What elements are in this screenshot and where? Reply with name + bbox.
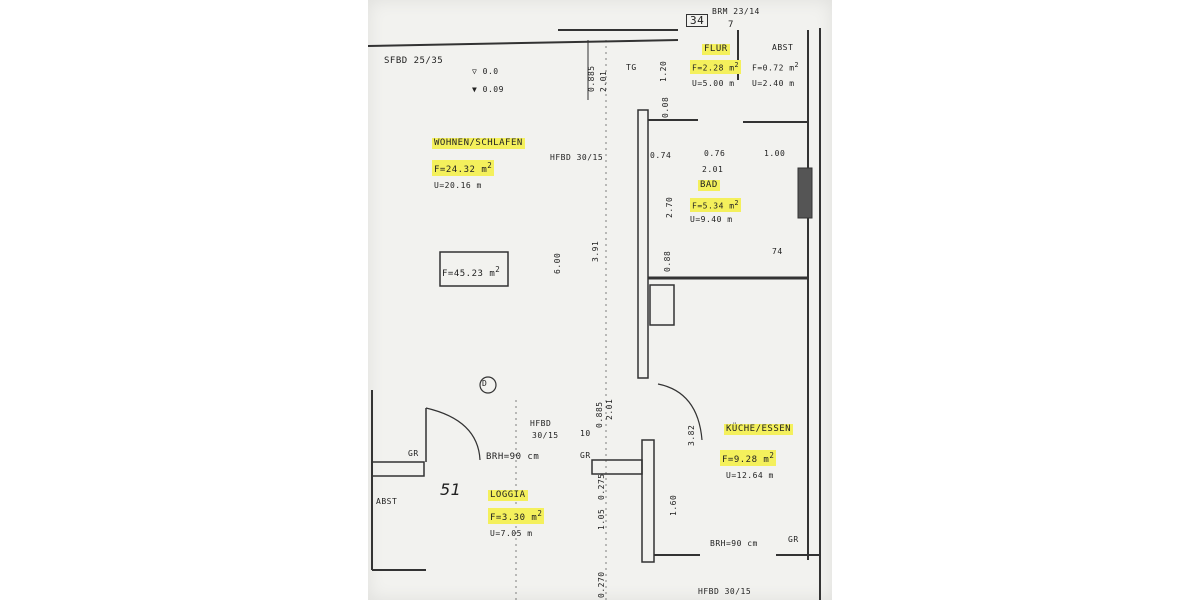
room-name-wohnen: WOHNEN/SCHLAFEN <box>432 138 525 149</box>
bath-fixture <box>797 167 813 219</box>
dim-120: 1.20 <box>659 60 668 82</box>
floor-plan-drawing <box>368 28 821 600</box>
area-kueche: F=9.28 m2 <box>720 450 777 466</box>
area-wohnen: F=24.32 m2 <box>432 160 495 176</box>
room-name-kueche: KÜCHE/ESSEN <box>724 424 794 435</box>
wall-top <box>368 39 679 47</box>
floor-plan-sheet: 34 BRM 23/14 7 SFBD 25/35 ▽ 0.0 ▼ 0.09 F… <box>368 0 832 600</box>
perimeter-wohnen: U=20.16 m <box>434 181 482 190</box>
area-total: F=45.23 m2 <box>442 265 501 279</box>
handwritten-number: 51 <box>440 480 462 499</box>
top-right-mark: 7 <box>728 20 734 30</box>
perimeter-bad: U=9.40 m <box>690 215 733 224</box>
wall-kitchen-left <box>641 439 655 563</box>
area-loggia: F=3.30 m2 <box>488 508 545 524</box>
area-flur: F=2.28 m2 <box>690 60 742 74</box>
dim-270: 2.70 <box>665 196 674 218</box>
top-reference: BRM 23/14 <box>712 7 760 16</box>
area-bad: F=5.34 m2 <box>690 198 742 212</box>
gr-label-3: GR <box>788 535 799 544</box>
level-marker-2: ▼ 0.09 <box>472 85 504 94</box>
shaft <box>649 284 675 326</box>
wall-central <box>637 109 649 379</box>
perimeter-loggia: U=7.05 m <box>490 529 533 538</box>
dim-008: 0.08 <box>661 96 670 118</box>
gr-label-1: GR <box>408 449 419 458</box>
hfbd-label-1: HFBD 30/15 <box>550 153 604 162</box>
door-arc-loggia <box>425 407 481 461</box>
marker-circle-label: D <box>482 379 488 388</box>
room-name-flur: FLUR <box>702 44 730 55</box>
dim-600: 6.00 <box>553 252 562 274</box>
room-name-abst-left: ABST <box>376 497 398 506</box>
brh-label-1: BRH=90 cm <box>486 452 540 462</box>
room-name-loggia: LOGGIA <box>488 490 528 501</box>
dim-160: 1.60 <box>669 494 678 516</box>
tg-label: TG <box>626 63 637 72</box>
dim-74: 74 <box>772 247 783 256</box>
sfbd-label: SFBD 25/35 <box>384 56 444 66</box>
kitchen-wall-strip <box>591 459 643 475</box>
dim-201c: 2.01 <box>605 398 614 420</box>
dim-382: 3.82 <box>687 424 696 446</box>
gr-label-2: GR <box>580 451 591 460</box>
label-ten: 10 <box>580 429 591 438</box>
hfbd-label-3: HFBD 30/15 <box>698 587 752 596</box>
dim-0275: 0.275 <box>597 473 606 500</box>
area-abst-top: F=0.72 m2 <box>752 61 800 73</box>
dim-391: 3.91 <box>591 240 600 262</box>
hfbd-label-2b: 30/15 <box>532 431 559 440</box>
total-area-box <box>439 251 509 287</box>
dim-088: 0.88 <box>663 250 672 272</box>
brh-label-2: BRH=90 cm <box>710 539 758 548</box>
perimeter-kueche: U=12.64 m <box>726 471 774 480</box>
marker-circle <box>479 376 497 394</box>
hfbd-label-2: HFBD <box>530 419 552 428</box>
perimeter-flur: U=5.00 m <box>692 79 735 88</box>
room-name-bad: BAD <box>698 180 720 191</box>
door-arc-kitchen <box>657 383 703 441</box>
dim-0270: 0.270 <box>597 571 606 598</box>
dim-076: 0.76 <box>704 149 726 158</box>
dim-105: 1.05 <box>597 508 606 530</box>
perimeter-abst-top: U=2.40 m <box>752 79 795 88</box>
dim-201: 2.01 <box>599 70 608 92</box>
level-marker-1: ▽ 0.0 <box>472 67 499 76</box>
loggia-wall <box>371 461 425 477</box>
dim-074: 0.74 <box>650 151 672 160</box>
sheet-number: 34 <box>686 14 709 27</box>
room-name-abst-top: ABST <box>772 43 794 52</box>
dim-100: 1.00 <box>764 149 786 158</box>
dim-201b: 2.01 <box>702 165 724 174</box>
dim-0885: 0.885 <box>587 65 596 92</box>
